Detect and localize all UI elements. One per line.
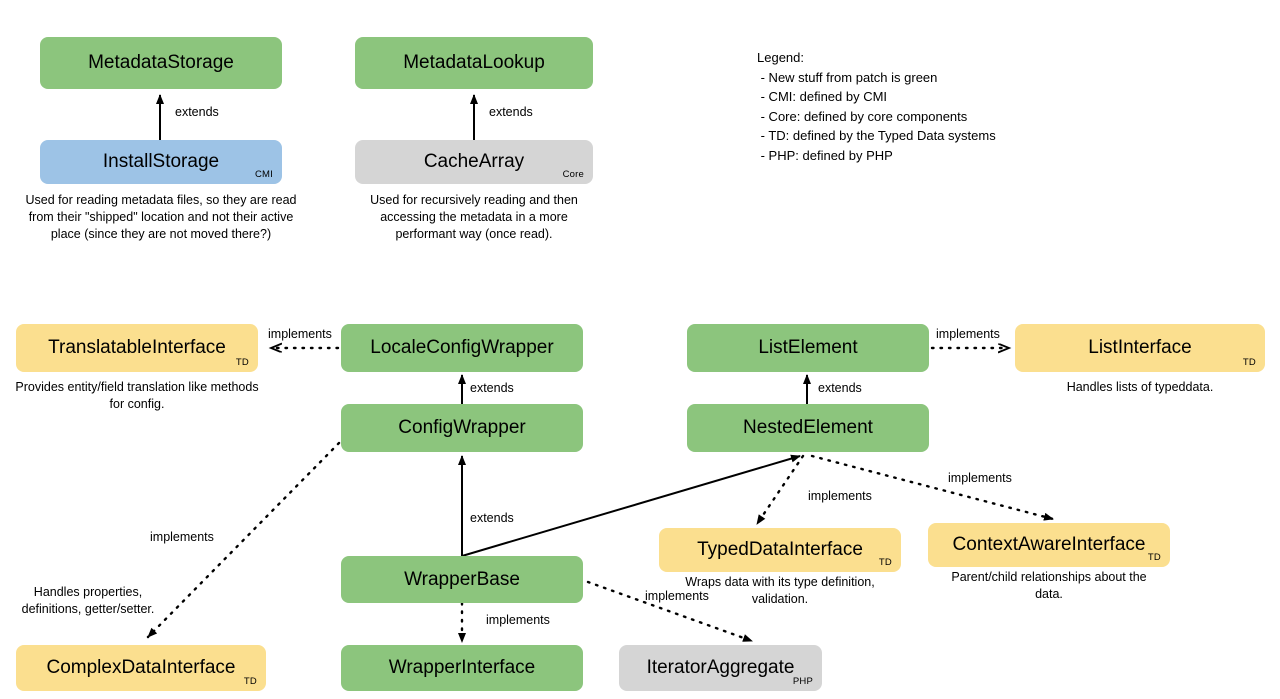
node-context-aware-interface[interactable]: ContextAwareInterface TD bbox=[928, 523, 1170, 567]
node-wrapper-base[interactable]: WrapperBase bbox=[341, 556, 583, 603]
node-tag: TD bbox=[878, 557, 892, 568]
node-complex-data-interface[interactable]: ComplexDataInterface TD bbox=[16, 645, 266, 691]
node-locale-config-wrapper[interactable]: LocaleConfigWrapper bbox=[341, 324, 583, 372]
node-install-storage[interactable]: InstallStorage CMI bbox=[40, 140, 282, 184]
node-label: WrapperBase bbox=[404, 568, 520, 590]
edge-label-configwrapper-extends: extends bbox=[470, 511, 514, 525]
note-list-interface: Handles lists of typeddata. bbox=[1066, 380, 1214, 394]
edge-label-configwrapper-implements-complexdata: implements bbox=[150, 530, 214, 544]
edge-label-cachearray-extends: extends bbox=[489, 105, 533, 119]
edge-nested-implements-typeddata bbox=[755, 454, 805, 526]
node-label: MetadataStorage bbox=[88, 52, 234, 73]
note-translatable-interface: Provides entity/field translation like m… bbox=[15, 380, 259, 411]
edge-label-nested-implements-contextaware: implements bbox=[948, 471, 1012, 485]
node-label: InstallStorage bbox=[102, 151, 220, 172]
edge-label-install-extends: extends bbox=[175, 105, 219, 119]
node-config-wrapper[interactable]: ConfigWrapper bbox=[341, 404, 583, 452]
node-list-interface[interactable]: ListInterface TD bbox=[1015, 324, 1265, 372]
edge-label-nested-implements-typeddata: implements bbox=[808, 489, 872, 503]
node-label: MetadataLookup bbox=[403, 52, 545, 73]
node-label: NestedElement bbox=[743, 417, 873, 438]
edge-nested-implements-contextaware bbox=[810, 454, 1055, 521]
edge-label-listelement-implements: implements bbox=[936, 327, 1000, 341]
node-label: LocaleConfigWrapper bbox=[370, 337, 554, 358]
edge-label-nested-extends: extends bbox=[818, 381, 862, 395]
node-metadata-lookup[interactable]: MetadataLookup bbox=[355, 37, 593, 89]
node-tag: PHP bbox=[792, 676, 813, 687]
legend: Legend: - New stuff from patch is green … bbox=[757, 50, 996, 163]
node-metadata-storage[interactable]: MetadataStorage bbox=[40, 37, 282, 89]
note-cache-array: Used for recursively reading and then ac… bbox=[370, 193, 578, 241]
node-label: IteratorAggregate bbox=[646, 657, 795, 678]
node-tag: Core bbox=[562, 169, 584, 180]
edge-label-locale-extends: extends bbox=[470, 381, 514, 395]
note-context-aware-interface: Parent/child relationships about the dat… bbox=[951, 570, 1147, 601]
node-tag: TD bbox=[235, 357, 249, 368]
note-complex-data-interface: Handles properties, definitions, getter/… bbox=[21, 585, 155, 616]
node-tag: TD bbox=[243, 676, 257, 687]
node-label: TranslatableInterface bbox=[48, 337, 226, 358]
node-iterator-aggregate[interactable]: IteratorAggregate PHP bbox=[619, 645, 822, 691]
node-translatable-interface[interactable]: TranslatableInterface TD bbox=[16, 324, 258, 372]
node-tag: TD bbox=[1147, 552, 1161, 563]
node-typed-data-interface[interactable]: TypedDataInterface TD bbox=[659, 528, 901, 572]
node-cache-array[interactable]: CacheArray Core bbox=[355, 140, 593, 184]
node-label: ComplexDataInterface bbox=[46, 657, 236, 678]
node-label: TypedDataInterface bbox=[697, 539, 863, 560]
node-tag: CMI bbox=[254, 169, 273, 180]
node-label: WrapperInterface bbox=[388, 657, 536, 678]
edge-label-locale-implements: implements bbox=[268, 327, 332, 341]
node-label: ContextAwareInterface bbox=[952, 534, 1146, 555]
node-label: ListElement bbox=[758, 337, 858, 358]
node-label: ConfigWrapper bbox=[398, 417, 526, 438]
node-tag: TD bbox=[1242, 357, 1256, 368]
note-install-storage: Used for reading metadata files, so they… bbox=[25, 193, 297, 241]
node-wrapper-interface[interactable]: WrapperInterface bbox=[341, 645, 583, 691]
note-typed-data-interface: Wraps data with its type definition, val… bbox=[685, 575, 875, 606]
node-label: ListInterface bbox=[1088, 337, 1192, 358]
node-list-element[interactable]: ListElement bbox=[687, 324, 929, 372]
node-label: CacheArray bbox=[423, 151, 525, 172]
edge-label-wrapperbase-implements-iterator: implements bbox=[645, 589, 709, 603]
node-nested-element[interactable]: NestedElement bbox=[687, 404, 929, 452]
edge-label-wrapperbase-implements-wrapperinterface: implements bbox=[486, 613, 550, 627]
